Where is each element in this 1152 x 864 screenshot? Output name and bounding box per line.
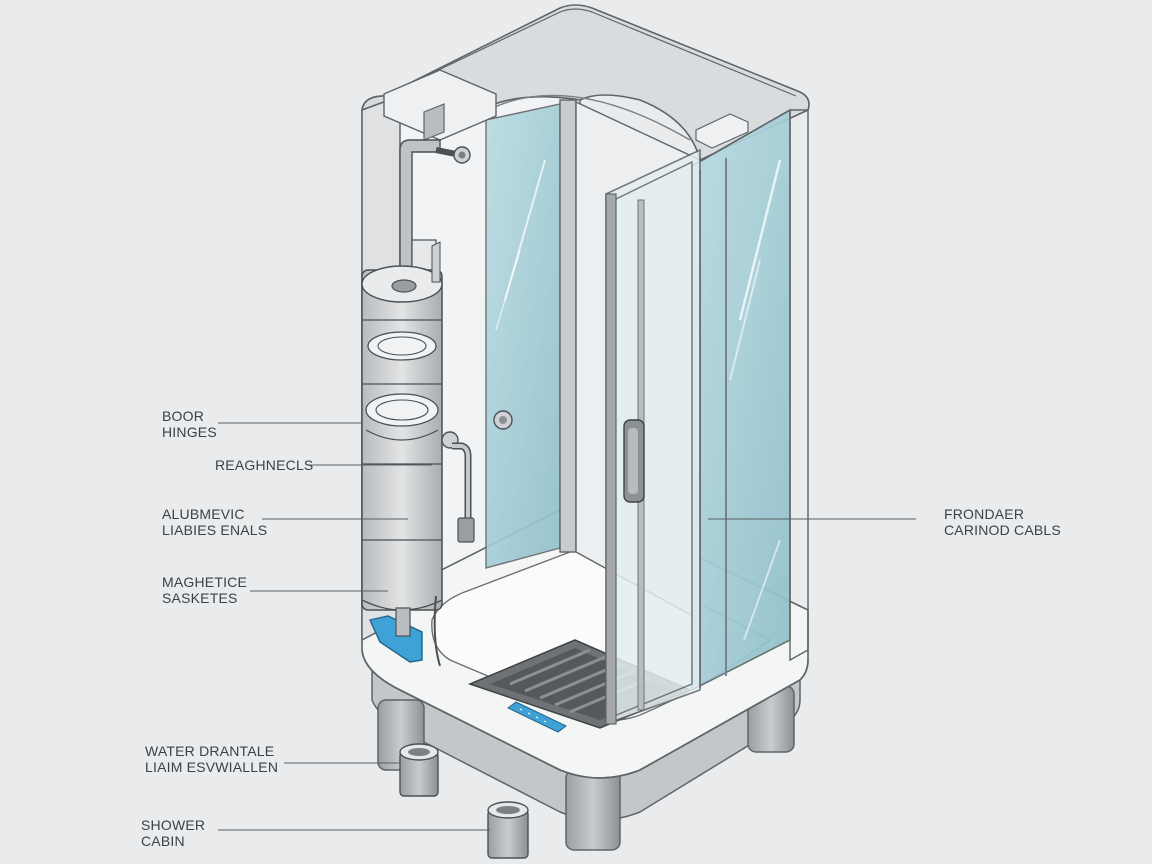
sliding-door xyxy=(605,148,701,726)
label-boor-hinges-line2: HINGES xyxy=(162,424,217,440)
label-boor-hinges-line1: BOOR xyxy=(162,408,205,424)
right-glass-panel xyxy=(691,108,791,692)
label-water-drain-line2: LIAIM ESVWIALLEN xyxy=(145,759,279,775)
label-frondaer-line1: FRONDAER xyxy=(944,506,1025,522)
label-alubmevic-line1: ALUBMEVIC xyxy=(162,506,245,522)
label-water-drain-line1: WATER DRANTALE xyxy=(145,743,275,759)
label-magnetice: MAGHETICE SASKETES xyxy=(162,574,247,606)
label-frondaer-line2: CARINOD CABLS xyxy=(944,522,1061,538)
label-shower-cabin-line2: CABIN xyxy=(141,833,185,849)
label-water-drain: WATER DRANTALE LIAIM ESVWIALLEN xyxy=(145,743,278,775)
back-corner-post xyxy=(559,99,577,553)
label-boor-hinges: BOOR HINGES xyxy=(162,408,217,440)
label-shower-cabin-line1: SHOWER xyxy=(141,817,206,833)
drain-cup-1 xyxy=(399,743,439,797)
back-glass-panel xyxy=(485,103,561,569)
label-alubmevic-line2: LIABIES ENALS xyxy=(162,522,268,538)
label-frondaer: FRONDAER CARINOD CABLS xyxy=(944,506,1061,538)
water-column xyxy=(361,241,443,611)
label-shower-cabin: SHOWER CABIN xyxy=(141,817,205,849)
leader-lines xyxy=(218,422,916,831)
label-reaghnecls: REAGHNECLS xyxy=(215,457,313,473)
indicator-strip xyxy=(507,701,567,733)
label-magnetice-line1: MAGHETICE xyxy=(162,574,248,590)
label-reaghnecls-line1: REAGHNECLS xyxy=(215,457,314,473)
label-alubmevic: ALUBMEVIC LIABIES ENALS xyxy=(162,506,267,538)
drain-cup-2 xyxy=(487,801,529,859)
drain-fitting xyxy=(369,595,441,667)
label-magnetice-line2: SASKETES xyxy=(162,590,238,606)
mixer-tap xyxy=(441,431,475,543)
